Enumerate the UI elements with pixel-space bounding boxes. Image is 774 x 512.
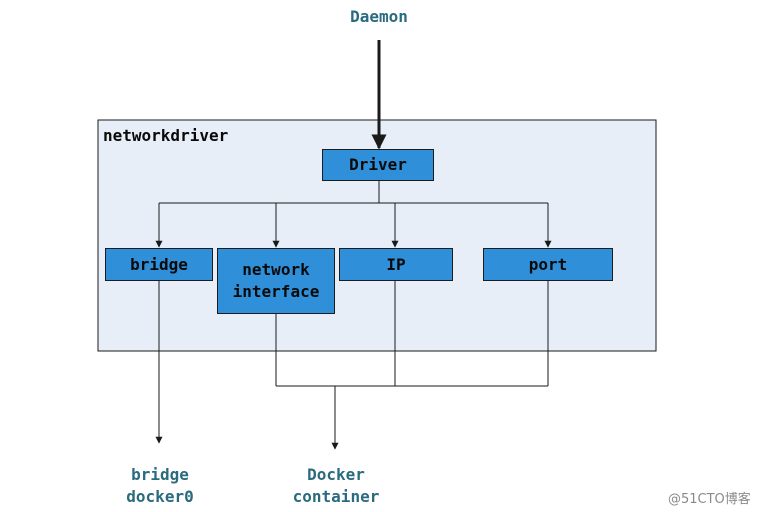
- driver-box-label: Driver: [349, 155, 407, 174]
- bridge-box-label: bridge: [130, 254, 188, 274]
- daemon-label: Daemon: [350, 7, 408, 26]
- driver-box: Driver: [322, 149, 434, 181]
- port-box: port: [483, 248, 613, 281]
- watermark: @51CTO博客: [668, 492, 751, 507]
- network-interface-box: network interface: [217, 248, 335, 314]
- network-interface-line1: network: [242, 260, 310, 279]
- bridge-docker0-line2: docker0: [126, 487, 194, 506]
- bridge-docker0-label: bridge docker0: [100, 464, 220, 508]
- ip-box: IP: [339, 248, 453, 281]
- docker-container-label: Docker container: [256, 464, 416, 508]
- bridge-docker0-line1: bridge: [131, 465, 189, 484]
- bridge-box: bridge: [105, 248, 213, 281]
- port-box-label: port: [528, 254, 568, 274]
- docker-container-line2: container: [292, 487, 380, 506]
- networkdriver-label: networkdriver: [103, 126, 229, 145]
- docker-container-line1: Docker: [307, 465, 365, 484]
- network-interface-line2: interface: [232, 282, 320, 301]
- ip-box-label: IP: [386, 254, 406, 274]
